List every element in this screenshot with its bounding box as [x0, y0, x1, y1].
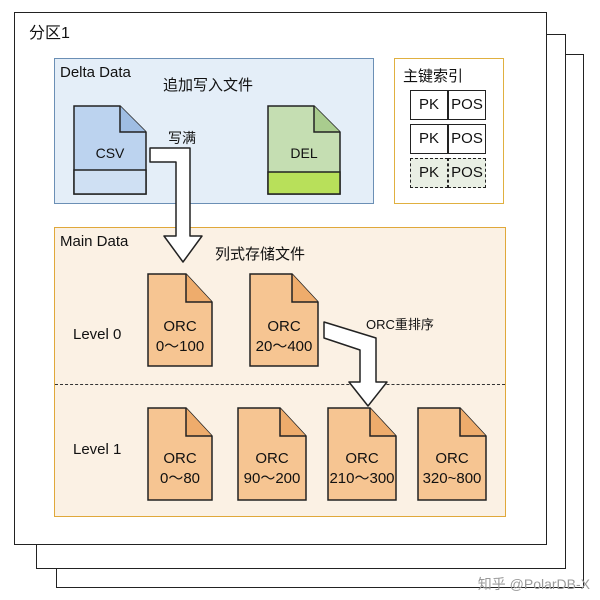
orc-range: 320~800: [422, 470, 482, 487]
orc-name: ORC: [267, 318, 301, 335]
pk-cell: PK: [410, 124, 448, 154]
orc-file-icon: ORC 20～400: [248, 272, 320, 368]
del-label: DEL: [290, 145, 318, 161]
orc-range: 0～100: [155, 338, 205, 355]
delta-data-subtitle: 追加写入文件: [163, 77, 254, 94]
csv-file-icon: CSV: [72, 104, 148, 196]
orc-range: 0～80: [159, 470, 201, 487]
orc-name: ORC: [163, 450, 197, 467]
pk-cell-pending: PK: [410, 158, 448, 188]
orc-file-icon: ORC 320~800: [416, 406, 488, 502]
pos-cell: POS: [448, 124, 486, 154]
orc-file-icon: ORC 90～200: [236, 406, 308, 502]
watermark: 知乎 @PolarDB-X: [477, 576, 590, 592]
orc-range: 20～400: [255, 338, 313, 355]
orc-name: ORC: [163, 318, 197, 335]
orc-name: ORC: [345, 450, 379, 467]
full-arrow-label: 写满: [168, 130, 196, 146]
delta-data-title: Delta Data: [60, 64, 131, 81]
csv-label: CSV: [95, 145, 125, 161]
main-data-subtitle: 列式存储文件: [215, 246, 306, 263]
orc-name: ORC: [255, 450, 289, 467]
rearrange-arrow-icon: [323, 321, 388, 407]
flush-arrow-icon: [149, 147, 203, 263]
pk-index-table: PK POS PK POS PK POS: [410, 88, 486, 192]
orc-file-icon: ORC 0～80: [146, 406, 214, 502]
level0-label: Level 0: [73, 326, 122, 343]
level1-label: Level 1: [73, 441, 122, 458]
pk-index-title: 主键索引: [403, 68, 464, 85]
main-data-title: Main Data: [60, 233, 129, 250]
orc-file-icon: ORC 210～300: [326, 406, 398, 502]
partition-title: 分区1: [29, 25, 70, 42]
orc-name: ORC: [435, 450, 469, 467]
pos-cell-pending: POS: [448, 158, 486, 188]
orc-file-icon: ORC 0～100: [146, 272, 214, 368]
del-file-icon: DEL: [266, 104, 342, 196]
orc-rearrange-label: ORC重排序: [366, 317, 434, 332]
level-divider: [55, 384, 505, 385]
orc-range: 210～300: [329, 470, 395, 487]
orc-range: 90～200: [243, 470, 301, 487]
pk-cell: PK: [410, 90, 448, 120]
pos-cell: POS: [448, 90, 486, 120]
